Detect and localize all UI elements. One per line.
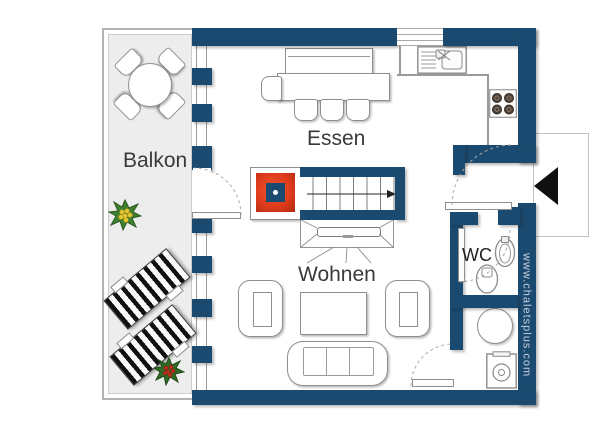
armchair-icon	[385, 280, 430, 337]
wall-top-right	[443, 28, 536, 46]
armchair-icon	[238, 280, 283, 337]
window-wall-segment	[192, 346, 212, 363]
boiler-icon	[477, 308, 513, 344]
wall-wc-top-stub	[450, 212, 478, 225]
room-label-wc: WC	[462, 245, 492, 265]
entrance-door-leaf	[445, 202, 512, 210]
window-wall-segment	[192, 104, 212, 122]
stove-icon	[489, 89, 517, 118]
kitchen-sink-icon	[417, 46, 467, 74]
dining-table-icon	[277, 73, 390, 101]
wall-kitchen-stub-leg	[453, 145, 465, 175]
wall-wc-bottom	[450, 295, 518, 308]
room-label-balcony: Balkon	[123, 149, 188, 172]
window-wall-segment	[192, 256, 212, 273]
stairs-icon	[300, 167, 405, 177]
counter-edge	[397, 74, 488, 76]
wall-bottom	[192, 390, 536, 405]
dining-chair-icon	[346, 99, 370, 121]
dining-chair-icon	[320, 99, 344, 121]
dining-chair-icon	[294, 99, 318, 121]
room-label-living: Wohnen	[298, 263, 376, 286]
stairs-icon	[300, 210, 405, 220]
dining-chair-icon	[261, 76, 282, 101]
balcony-door-opening	[193, 168, 211, 214]
fireplace-icon	[250, 167, 303, 220]
round-table-icon	[128, 63, 172, 107]
window-wall-segment	[192, 218, 212, 233]
balcony-door-leaf	[192, 212, 241, 219]
counter-edge	[487, 74, 489, 146]
stair-treads	[300, 177, 395, 210]
sofa-icon	[287, 341, 388, 386]
utility-door-leaf	[412, 379, 454, 387]
wall-entry-stub	[498, 207, 520, 225]
flower-pot-icon	[153, 356, 185, 386]
dining-bench-icon	[285, 48, 373, 74]
flower-pot-icon	[108, 198, 142, 232]
stairs-icon	[395, 167, 405, 220]
room-label-dining: Essen	[307, 127, 366, 150]
counter-edge	[399, 46, 401, 74]
wall-kitchen-stub	[453, 145, 536, 163]
window-icon	[397, 28, 443, 46]
coffee-table-icon	[300, 292, 367, 335]
watermark: www.chaletsplus.com	[520, 252, 533, 378]
wall-top-left	[192, 28, 397, 46]
window-wall-segment	[192, 68, 212, 85]
wall-right-lower	[518, 203, 536, 405]
washing-machine-icon	[486, 351, 517, 389]
wall-right-upper	[518, 28, 536, 163]
tv-sideboard-icon	[300, 219, 394, 248]
entrance-arrow-icon	[534, 167, 558, 205]
window-wall-segment	[192, 299, 212, 317]
window-wall-segment	[192, 146, 212, 170]
